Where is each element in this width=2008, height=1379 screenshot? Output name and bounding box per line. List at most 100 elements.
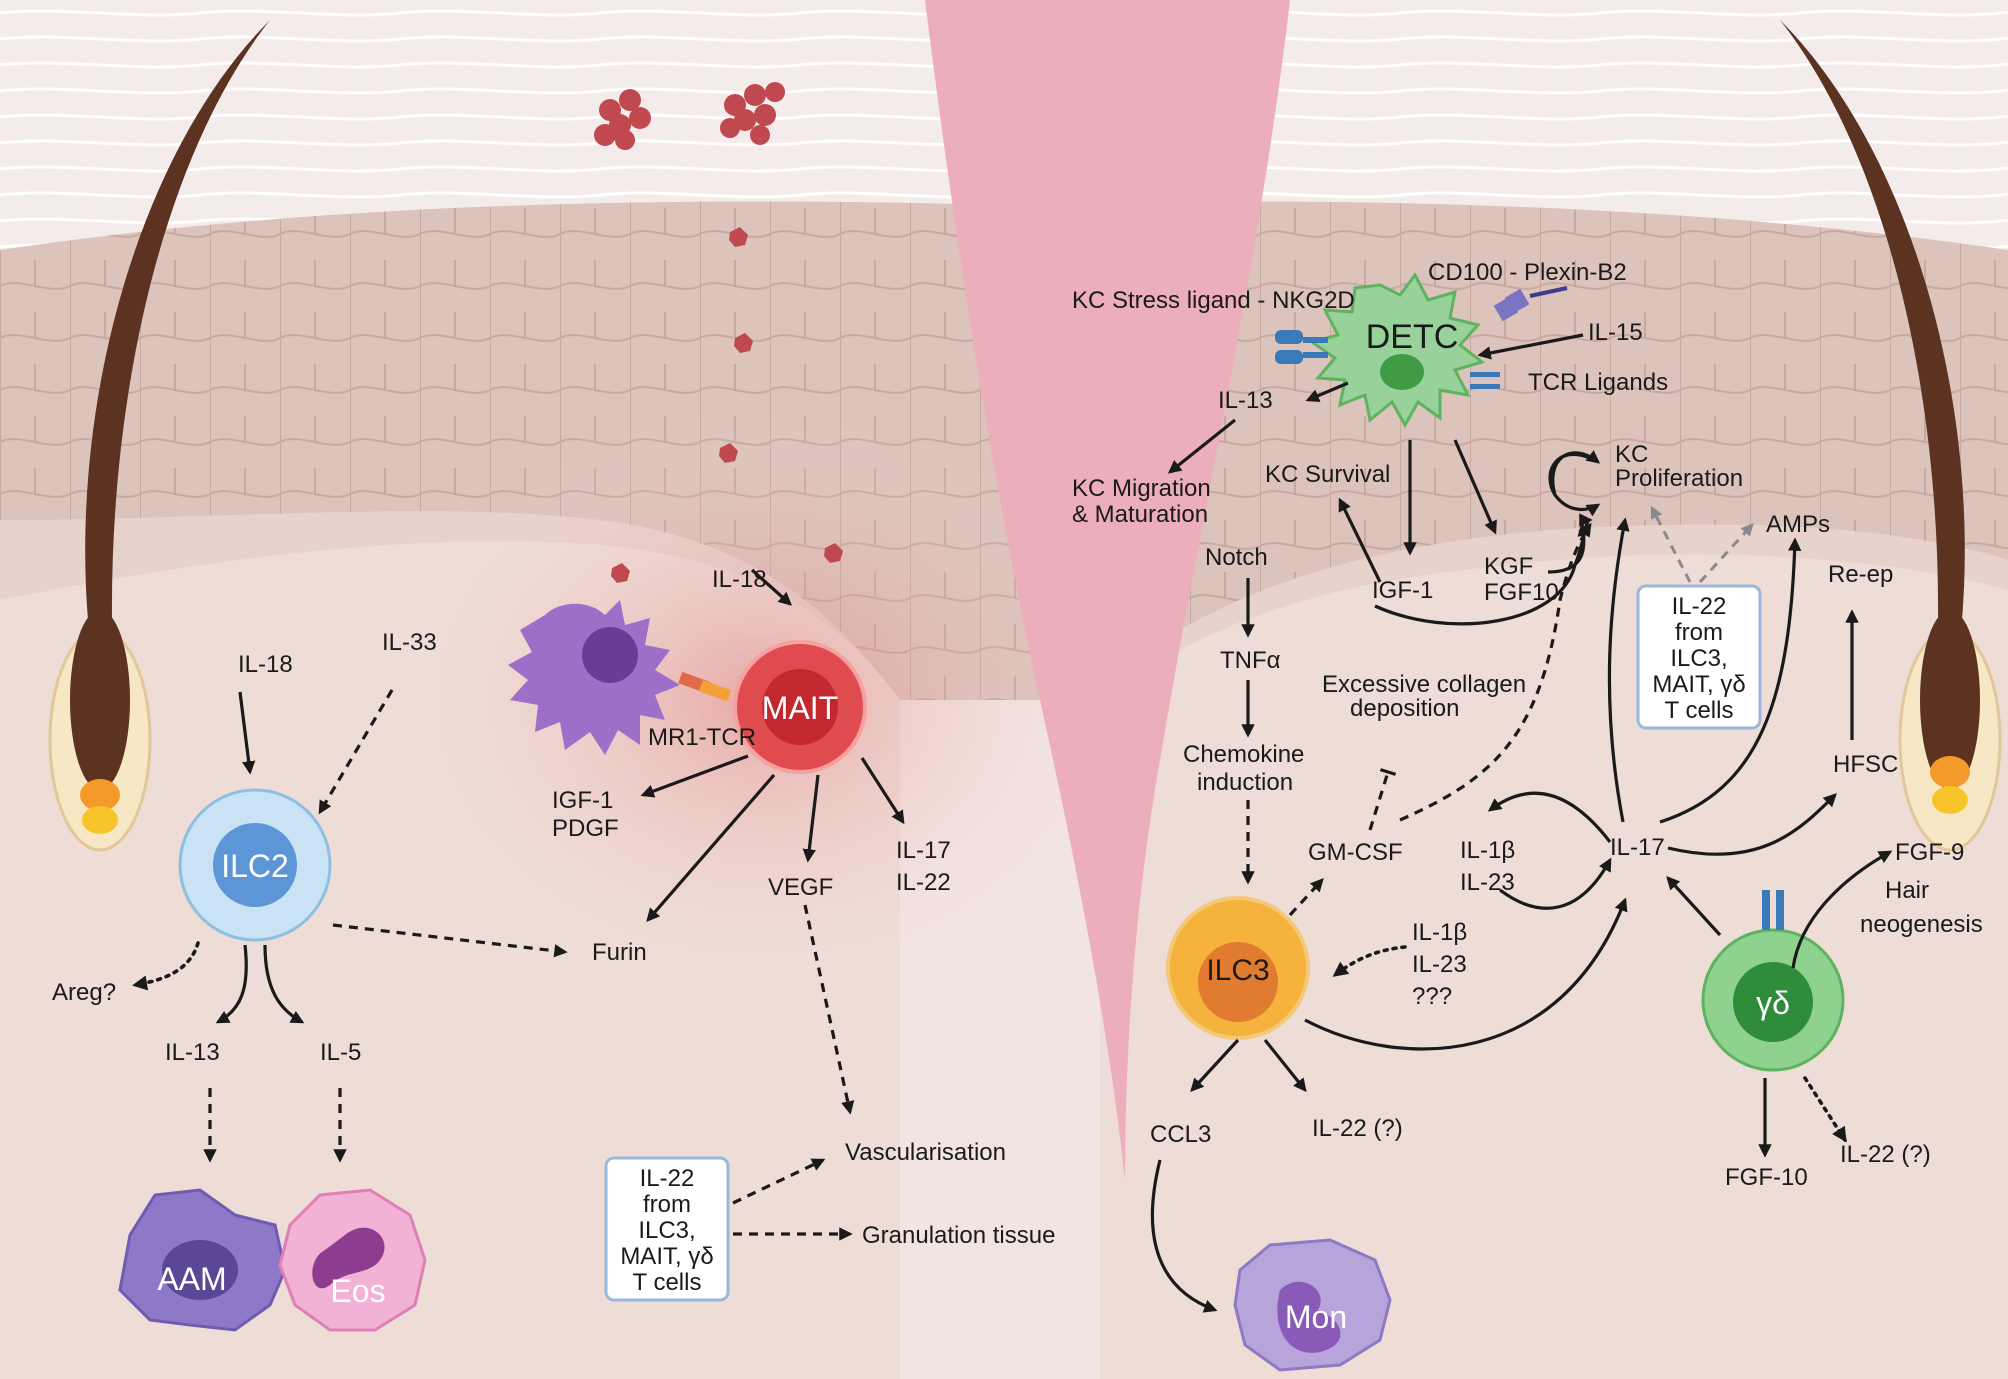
box-right-line-5: T cells: [1665, 697, 1734, 724]
box-right-line-4: MAIT, γδ: [1652, 671, 1745, 698]
label-hair-2: neogenesis: [1860, 911, 1983, 938]
detc-cell: DETC: [1275, 272, 1568, 429]
label-vegf: VEGF: [768, 874, 833, 901]
arrow-il23-il17: [1499, 857, 1612, 910]
label-il13: IL-13: [165, 1039, 220, 1066]
label-kcprol-1: KC: [1615, 441, 1648, 468]
label-mr1: MR1-TCR: [648, 724, 756, 751]
arrow-il18-mait: [750, 568, 793, 606]
label-il23: IL-23: [1460, 869, 1515, 896]
arrow-box-vasc: [732, 1158, 826, 1205]
label-stress: KC Stress ligand - NKG2D: [1072, 287, 1355, 314]
label-kcmig-1: KC Migration: [1072, 475, 1211, 502]
arrow-ilc2-areg: [132, 941, 200, 991]
label-il17-r: IL-17: [1610, 834, 1665, 861]
label-fgf10b: FGF-10: [1725, 1164, 1808, 1191]
il22-box-left: IL-22 from ILC3, MAIT, γδ T cells: [604, 1156, 730, 1302]
label-il23-b: IL-23: [1412, 951, 1467, 978]
box-right-line-1: IL-22: [1672, 593, 1727, 620]
label-cd100: CD100 - Plexin-B2: [1428, 259, 1627, 286]
arrow-mait-il17: [860, 757, 905, 825]
detc-label: DETC: [1366, 318, 1459, 356]
arrow-il18-ilc2: [238, 691, 256, 775]
arrow-ilc2-il13: [215, 944, 248, 1024]
eos-cell: Eos: [278, 1188, 427, 1332]
aam-cell: AAM: [118, 1188, 287, 1332]
label-il18: IL-18: [238, 651, 293, 678]
arrow-gd-il17: [1666, 876, 1722, 937]
hair-follicle-right: [1780, 20, 2002, 852]
arrow-detc-il13: [1305, 381, 1349, 402]
arrow-mait-furin: [646, 773, 776, 923]
arrow-il17-amps: [1659, 537, 1802, 824]
label-qqq: ???: [1412, 983, 1452, 1010]
label-il5: IL-5: [320, 1039, 361, 1066]
arrow-il1b-ilc3: [1332, 945, 1407, 977]
mon-label: Mon: [1285, 1299, 1347, 1335]
ilc3-cell: ILC3: [1166, 896, 1310, 1040]
arrow-ilc3-il22: [1263, 1039, 1307, 1093]
label-il22: IL-22: [896, 869, 951, 896]
arrow-il17-prolif: [1607, 517, 1630, 823]
arrow-prolif-cycle-b: [1551, 450, 1601, 496]
arrow-box-prolif: [1650, 505, 1692, 583]
arrow-ilc3-ccl3: [1190, 1038, 1240, 1092]
arrow-vegf-vasc: [803, 904, 855, 1115]
box-left-line-3: ILC3,: [638, 1217, 695, 1244]
label-il22q-b: IL-22 (?): [1840, 1141, 1931, 1168]
label-amps: AMPs: [1766, 511, 1830, 538]
dendritic-cell: [508, 600, 732, 755]
box-left-line-4: MAIT, γδ: [620, 1243, 713, 1270]
il22-box-right: IL-22 from ILC3, MAIT, γδ T cells: [1636, 584, 1762, 730]
label-igf1: IGF-1: [552, 787, 613, 814]
label-kcprol-2: Proliferation: [1615, 465, 1743, 492]
label-il22q: IL-22 (?): [1312, 1115, 1403, 1142]
label-vasc: Vascularisation: [845, 1139, 1006, 1166]
label-il17: IL-17: [896, 837, 951, 864]
label-mait-il18: IL-18: [712, 566, 767, 593]
label-pdgf: PDGF: [552, 815, 619, 842]
arrow-mait-vegf: [802, 774, 820, 863]
ilc3-label: ILC3: [1206, 954, 1269, 987]
mait-label: MAIT: [762, 690, 838, 726]
arrow-ccl3-mon: [1150, 1159, 1218, 1313]
label-areg: Areg?: [52, 979, 116, 1006]
arrow-mait-igf1: [640, 754, 749, 798]
label-il33: IL-33: [382, 629, 437, 656]
labels-left: IL-18 IL-33 Areg? IL-13 IL-5 Furin IL-18…: [52, 566, 1055, 1249]
label-reep: Re-ep: [1828, 561, 1893, 588]
hair-follicle-left: [48, 20, 270, 852]
label-notch: Notch: [1205, 544, 1268, 571]
label-fgf9: FGF-9: [1895, 839, 1964, 866]
label-chemo-1: Chemokine: [1183, 741, 1304, 768]
arrow-ilc3-gmcsf: [1288, 878, 1324, 917]
aam-label: AAM: [157, 1261, 226, 1297]
arrow-box-amps: [1698, 523, 1754, 584]
label-kcsurv: KC Survival: [1265, 461, 1390, 488]
mon-cell: Mon: [1233, 1238, 1392, 1372]
ilc2-cell: ILC2: [178, 788, 332, 942]
label-hair-1: Hair: [1885, 877, 1929, 904]
mait-cell: MAIT: [733, 640, 867, 774]
label-chemo-2: induction: [1197, 769, 1293, 796]
gd-t-cell: γδ: [1701, 890, 1845, 1072]
arrow-igf1-survival: [1338, 497, 1382, 583]
arrow-il15-detc: [1477, 333, 1584, 360]
label-tcr: TCR Ligands: [1528, 369, 1668, 396]
label-igf1-r: IGF-1: [1372, 577, 1433, 604]
label-coll-2: deposition: [1350, 695, 1459, 722]
arrows-left: [132, 568, 905, 1241]
labels-right: CD100 - Plexin-B2 KC Stress ligand - NKG…: [1072, 259, 1983, 1191]
arrow-gd-il22: [1803, 1076, 1847, 1143]
arrow-detc-kgf: [1453, 439, 1497, 535]
arrow-il33-ilc2: [318, 689, 394, 815]
arrow-il17-il1b: [1487, 791, 1612, 843]
ilc2-label: ILC2: [221, 848, 289, 884]
label-tnfa: TNFα: [1220, 647, 1281, 674]
arrow-ilc2-il5: [263, 944, 305, 1024]
arrow-il17-hfsc: [1667, 793, 1837, 856]
eos-label: Eos: [330, 1273, 385, 1309]
label-il15: IL-15: [1588, 319, 1643, 346]
